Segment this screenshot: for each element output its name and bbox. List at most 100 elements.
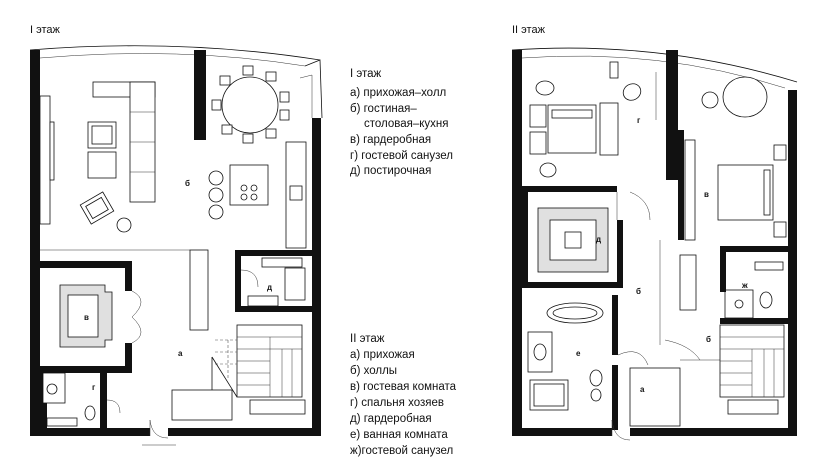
tv-screen <box>49 121 55 181</box>
a-closet <box>629 367 681 427</box>
floor1-label-a: а <box>178 349 183 358</box>
floor1-wall-left <box>30 50 40 435</box>
floor2-wall-bottom-right <box>630 428 790 436</box>
wc-sink-counter <box>42 372 66 404</box>
zh-sink-counter <box>724 289 754 319</box>
floor2-label-b1: б <box>636 287 641 296</box>
chair <box>265 71 277 82</box>
hall-door <box>664 339 701 361</box>
bar-stool <box>208 204 224 220</box>
master-chair <box>622 83 642 101</box>
e-toilet <box>589 369 603 387</box>
floor2-legend-item: д) гардеробная <box>350 413 432 425</box>
chair <box>279 91 290 103</box>
floor1-legend-item: г) гостевой санузел <box>350 150 453 162</box>
laundry-wall-bottom <box>235 306 312 312</box>
floor1-legend-item: столовая–кухня <box>364 118 449 130</box>
chair <box>211 99 222 111</box>
floor2-legend-item: е) ванная комната <box>350 429 448 441</box>
wc-wall-right <box>100 366 107 428</box>
ottoman <box>87 151 117 179</box>
entry-shelf <box>249 399 306 415</box>
entrance-door-2 <box>611 419 631 441</box>
zh-wall-bottom <box>720 318 788 324</box>
master-bed <box>547 104 597 154</box>
floor2-label-v: в <box>704 190 709 199</box>
bathtub <box>546 302 604 324</box>
laundry-sink <box>247 295 279 307</box>
guest-nightstand <box>773 221 787 238</box>
wardrobe-wall-top <box>40 261 130 268</box>
tv-unit <box>39 95 51 225</box>
floor2-wall-left <box>512 50 522 435</box>
floor1-legend-item: в) гардеробная <box>350 134 431 146</box>
zh-wall-left <box>720 252 726 292</box>
master-nightstand <box>529 104 547 128</box>
floor2-legend-item: в) гостевая комната <box>350 381 457 393</box>
floor1-wall-bottom-left <box>30 428 150 436</box>
laundry-door <box>240 269 259 288</box>
floor2-label-g: г <box>637 116 641 125</box>
floor2-column <box>666 50 678 180</box>
master-shelf <box>609 61 619 79</box>
chair <box>279 109 290 121</box>
chair <box>242 65 254 76</box>
stair-railing <box>211 356 238 398</box>
laundry-wall-top <box>235 250 312 256</box>
floor2-legend-item: ж)гостевой санузел <box>350 445 453 457</box>
hall-cabinet <box>679 254 697 311</box>
chair <box>265 128 277 139</box>
wardrobe-door <box>131 290 142 318</box>
guest-chair <box>701 91 719 109</box>
floor1-wall-corner <box>304 59 323 119</box>
d-wall-bottom <box>522 282 622 288</box>
d-wall-left <box>522 192 528 282</box>
floor2-legend-item: б) холлы <box>350 365 397 377</box>
entrance-door <box>149 419 169 439</box>
floor1-label-g: г <box>92 383 96 392</box>
floor1-window-line <box>299 74 313 118</box>
d-wall-right <box>617 220 623 288</box>
master-door <box>616 191 651 221</box>
laundry-machine <box>284 267 306 301</box>
floor1-legend-title: I этаж <box>350 68 382 80</box>
floor1-title: I этаж <box>30 24 61 36</box>
e-vanity <box>527 331 553 373</box>
coffee-table-inner <box>91 125 113 145</box>
floor1-inner-curve <box>39 53 306 67</box>
a-wall-left <box>612 365 618 430</box>
floor2-legend-item: а) прихожая <box>350 349 415 361</box>
floor1-wall-right <box>312 118 321 436</box>
master-bench <box>599 102 619 156</box>
guest-desk <box>684 139 696 241</box>
wardrobe-inner <box>67 294 99 338</box>
guest-nightstand <box>773 144 787 161</box>
floor1-legend-item: б) гостиная– <box>350 103 417 115</box>
floor2-title: II этаж <box>512 24 546 36</box>
floor2-legend-item: г) спальня хозяев <box>350 397 444 409</box>
entry-steps <box>171 389 233 421</box>
floor2-legend-title: II этаж <box>350 333 385 345</box>
guest-round-table <box>722 76 768 118</box>
floor1-label-v: в <box>84 313 89 322</box>
wardrobe-wall-right-top <box>125 261 132 291</box>
floor1-plan: б в а г д <box>29 45 323 446</box>
chair <box>219 75 231 86</box>
floor1-legend: I этаж а) прихожая–холл б) гостиная– сто… <box>350 68 453 177</box>
master-wall-bottom <box>522 186 617 192</box>
dining-table <box>221 76 279 134</box>
floor1-column <box>194 50 206 140</box>
floor2-wall-top-curve <box>511 47 798 83</box>
floor1-label-d: д <box>267 283 272 292</box>
floor2-label-d: д <box>596 235 601 244</box>
wardrobe-wall-right-bottom <box>125 343 132 373</box>
bar-stool <box>208 187 224 203</box>
master-nightstand <box>529 131 547 155</box>
zh-toilet <box>759 291 773 309</box>
floor1-wall-bottom-right <box>168 428 320 436</box>
zh-shelf <box>754 261 784 271</box>
e-bidet <box>590 388 602 402</box>
laundry-shelf <box>261 257 303 268</box>
kitchen-island <box>229 164 269 206</box>
